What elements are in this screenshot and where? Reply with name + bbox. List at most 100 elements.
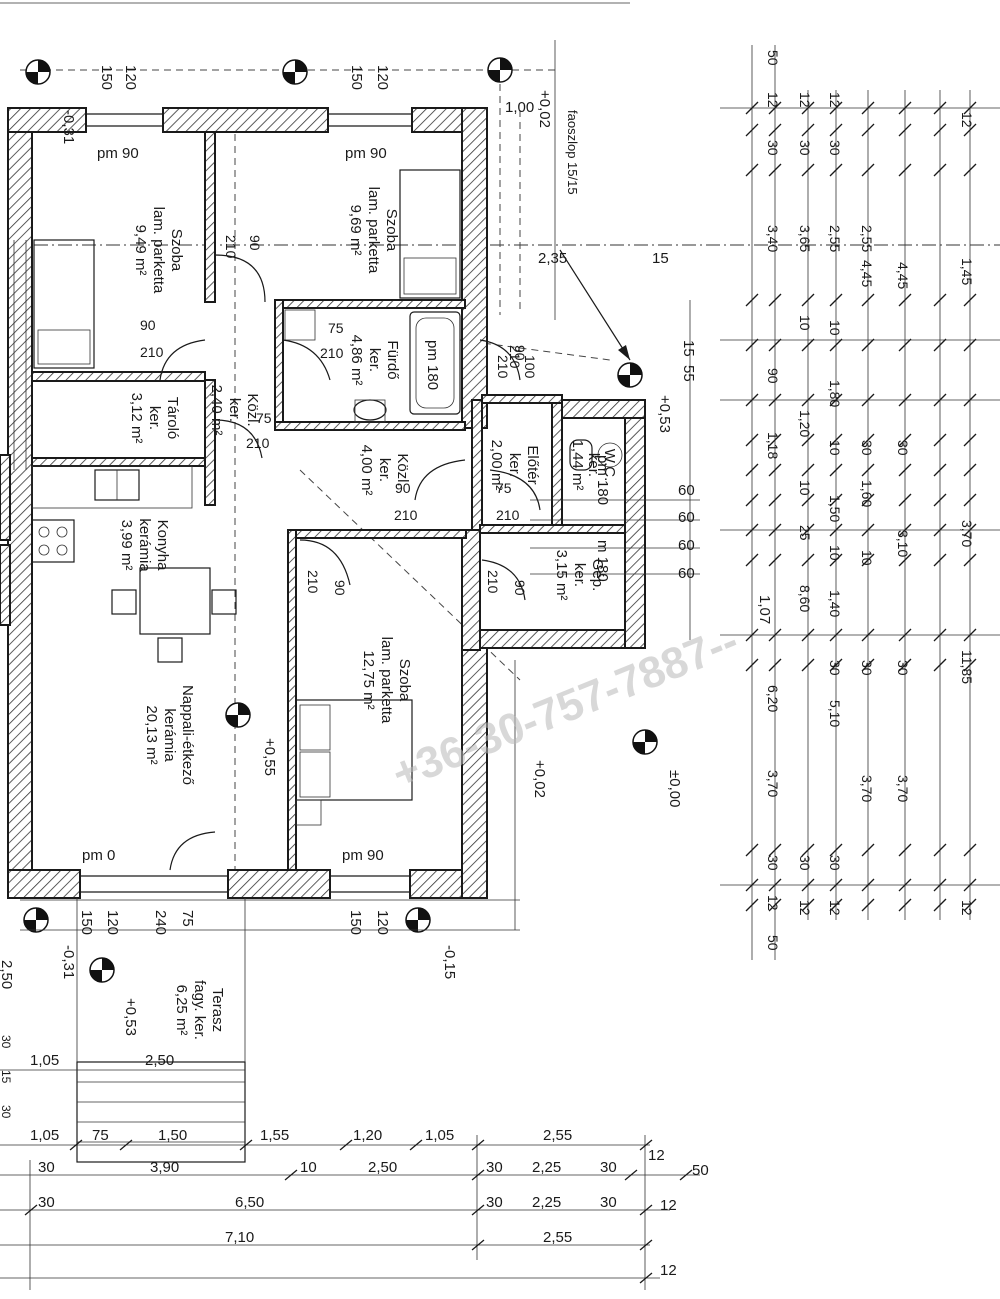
dim-text: 15	[680, 340, 697, 357]
room-area: 1,44 m²	[569, 440, 586, 491]
dim-text: 1,05	[30, 1127, 59, 1144]
room-floor: ker.	[571, 563, 588, 587]
room-floor: ker.	[376, 458, 393, 482]
dim-text: 120	[122, 65, 139, 90]
room-name: Tároló	[164, 397, 181, 440]
dim-text: 30	[765, 140, 781, 156]
dim-text: 30	[827, 140, 843, 156]
dim-text: 4,45	[895, 262, 911, 289]
dim-text: 3,90	[150, 1159, 179, 1176]
dim-text: 120	[374, 65, 391, 90]
dim-text: 240	[152, 910, 169, 935]
parapet-label: pm 90	[345, 145, 387, 162]
dim-text: 30	[765, 855, 781, 871]
dim-text: 30	[827, 660, 843, 676]
dim-text: 1,07	[756, 595, 773, 624]
dimension-ticks	[24, 1139, 693, 1284]
room-floor: lam. parketta	[150, 207, 167, 294]
top-dims: 150 120 150 120 1,00 15	[98, 65, 669, 267]
dim-text: 15	[652, 250, 669, 267]
door-height: 210	[495, 355, 511, 379]
doors	[159, 254, 541, 871]
room-name: Szoba	[396, 659, 413, 702]
parapet-label: pm 180	[424, 340, 441, 390]
dim-text: 1,50	[158, 1127, 187, 1144]
room-area: 2,00 m²	[488, 440, 505, 491]
dim-text: 3,10	[895, 530, 911, 557]
room-floor: lam. parketta	[365, 187, 382, 274]
door-height: 210	[320, 345, 344, 361]
room-name: W.C.	[601, 449, 618, 482]
dim-text: 1,20	[797, 410, 813, 437]
dim-text: 30	[600, 1194, 617, 1211]
dim-text: 6,20	[765, 685, 781, 712]
door-height: 210	[246, 435, 270, 451]
mid-dims: 2,35 15 15 55 60 60 60 60 15 1,07	[538, 250, 773, 624]
room-area: 12,75 m²	[360, 650, 377, 709]
room-area: 3,15 m²	[553, 550, 570, 601]
dim-text: 60	[678, 482, 695, 499]
dim-text: 30	[797, 855, 813, 871]
room-name: Terasz	[209, 988, 226, 1032]
dim-text: 12	[959, 112, 975, 128]
dim-text: 2,55	[543, 1127, 572, 1144]
dim-text: 30	[797, 140, 813, 156]
door-height: 210	[507, 345, 523, 369]
level-markers	[23, 57, 658, 983]
level-text: ±0,00	[666, 770, 683, 807]
dim-text: 10	[797, 315, 813, 331]
dim-text: 2,25	[532, 1159, 561, 1176]
dim-text: 3,65	[797, 225, 813, 252]
room-area: 4,00 m²	[358, 445, 375, 496]
dim-text: 2,50	[368, 1159, 397, 1176]
dim-text: 50	[765, 50, 781, 66]
dim-text: 1,60	[859, 480, 875, 507]
room-name: Szoba	[383, 209, 400, 252]
room-area: 6,25 m²	[173, 985, 190, 1036]
dim-text: 3,40	[765, 225, 781, 252]
dim-text: 1,20	[353, 1127, 382, 1144]
level-text: +0,53	[656, 395, 673, 433]
dim-text: 60	[678, 537, 695, 554]
door-height: 210	[394, 507, 418, 523]
dim-text: 1,45	[959, 258, 975, 285]
dim-text: 50	[765, 935, 781, 951]
dim-text: 10	[827, 545, 843, 561]
dim-text: 10	[859, 550, 875, 566]
dim-text: 1,05	[425, 1127, 454, 1144]
dim-text: 12	[797, 92, 813, 108]
dim-text: 30	[0, 1105, 13, 1119]
level-text: +0,02	[536, 90, 553, 128]
dim-text: 10	[797, 480, 813, 496]
room-floor: fagy. ker.	[191, 980, 208, 1040]
bottom-dimension-lines	[0, 660, 700, 1290]
windows	[13, 113, 412, 893]
misc-labels: pm 90 pm 90 pm 90 pm 0 pm 180 pm 180 m 1…	[82, 110, 611, 864]
dim-text: 30	[827, 855, 843, 871]
level-text: +0,02	[531, 760, 548, 798]
room-name: Konyha	[154, 520, 171, 572]
dim-text: 4,45	[859, 260, 875, 287]
room-name: Nappali-étkező	[179, 685, 196, 785]
dim-text: 120	[374, 910, 391, 935]
dim-text: 55	[680, 365, 697, 382]
level-text: +0,55	[261, 738, 278, 776]
room-name: Fürdő	[384, 340, 401, 379]
dim-text: 7,10	[225, 1229, 254, 1246]
room-floor: kerámia	[161, 708, 178, 762]
dim-text: 150	[78, 910, 95, 935]
dim-text: 30	[486, 1159, 503, 1176]
dim-text: 3,70	[895, 775, 911, 802]
room-floor: ker.	[146, 406, 163, 430]
walls	[0, 107, 646, 899]
dim-text: 30	[486, 1194, 503, 1211]
right-dims: 5012303,40901,186,203,7030125012303,6510…	[745, 50, 977, 951]
level-text: +0,53	[122, 998, 139, 1036]
room-area: 3,99 m²	[118, 520, 135, 571]
dim-text: 12	[765, 92, 781, 108]
room-area: 20,13 m²	[143, 705, 160, 764]
room-name: Előtér	[524, 445, 541, 484]
dim-text: 2,55	[827, 225, 843, 252]
bottom-dims: 1,05 2,50 1,05 75 1,50 1,55 1,20 1,05 2,…	[0, 960, 709, 1279]
